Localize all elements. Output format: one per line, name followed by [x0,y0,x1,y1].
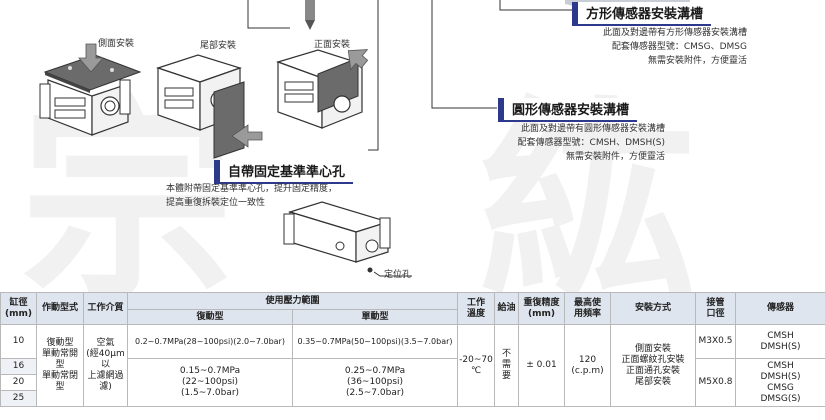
th-sensor: 傳感器 [735,292,825,325]
size-cell: 25 [0,390,37,407]
title-accent-bar [572,2,578,26]
gripper-front-mount [276,49,369,129]
temp-cell: -20~70 ℃ [457,324,496,407]
gripper-locating-hole [283,201,391,273]
th-medium: 工作介質 [83,292,128,325]
round-sensor-title: 圓形傳感器安裝溝槽 [498,98,638,122]
pressure-double-large: 0.15~0.7MPa (22~100psi) (1.5~7.0bar) [127,358,293,407]
size-cell: 16 [0,358,37,375]
th-mount: 安裝方式 [610,292,697,325]
th-single: 單動型 [291,309,459,325]
action-cell: 復動型 單動常開型 單動常閉型 [36,324,84,407]
locating-hole-label: 定位孔 [384,270,412,280]
medium-cell: 空氣 (經40μm以 上濾網過濾) [83,324,128,407]
size-cell: 10 [0,324,37,359]
mount-cell: 側面安裝 正面螺紋孔安裝 正面通孔安裝 尾部安裝 [610,324,697,407]
lube-cell: 不 需 要 [494,324,520,407]
th-freq: 最高使 用頻率 [564,292,612,325]
title-accent-bar [214,160,220,184]
watermark-left: 宗 [20,77,235,328]
th-port: 接管 口徑 [695,292,737,325]
th-temp: 工作 溫度 [457,292,496,325]
freq-cell: 120 (c.p.m) [564,324,612,407]
centering-hole-description: 本體附帶固定基準準心孔，提升固定精度， 提高重復拆裝定位一致性 [166,184,338,208]
th-pressure: 使用壓力範圍 [126,292,459,310]
th-lube: 給油 [494,292,520,325]
round-sensor-description: 此面及對邊帶有圓形傳感器安裝溝槽 配套傳感器型號：CMSH、DMSH(S) 無需… [517,124,665,162]
port-small-cell: M3X0.5 [695,324,737,359]
title-accent-bar [498,98,504,122]
repeat-cell: ± 0.01 [518,324,566,407]
square-sensor-title: 方形傳感器安裝溝槽 [572,2,712,26]
tail-mount-label: 尾部安裝 [200,41,237,51]
pressure-single-large: 0.25~0.7MPa (36~100psi) (2.5~7.0bar) [291,358,459,407]
centering-hole-title: 自帶固定基準準心孔 [214,160,354,184]
sensor-small-cell: CMSH DMSH(S) [735,324,825,359]
th-action: 作動型式 [36,292,84,325]
pressure-double-10: 0.2~0.7MPa(28~100psi)(2.0~7.0bar) [127,324,293,359]
gripper-tail-mount [156,54,263,159]
port-large-cell: M5X0.8 [695,358,737,407]
side-mount-label: 側面安裝 [98,39,135,49]
mounting-illustration [39,0,690,277]
square-sensor-description: 此面及對邊帶有方形傳感器安裝溝槽 配套傳感器型號：CMSG、DMSG 無需安裝附… [602,28,747,66]
size-cell: 20 [0,374,37,391]
watermark-right: 紘 [480,77,695,328]
pressure-single-10: 0.35~0.7MPa(50~100psi)(3.5~7.0bar) [291,324,459,359]
th-bore: 缸徑 (mm) [0,292,37,325]
th-double: 復動型 [127,309,293,325]
gripper-side-mount [39,43,142,136]
sensor-large-cell: CMSH DMSH(S) CMSG DMSG(S) [735,358,825,407]
front-mount-label: 正面安裝 [314,40,351,50]
th-repeat: 重復精度 (mm) [518,292,566,325]
spec-table: 缸徑 (mm) 作動型式 工作介質 使用壓力範圍 工作 溫度 給油 重復精度 (… [0,292,825,407]
